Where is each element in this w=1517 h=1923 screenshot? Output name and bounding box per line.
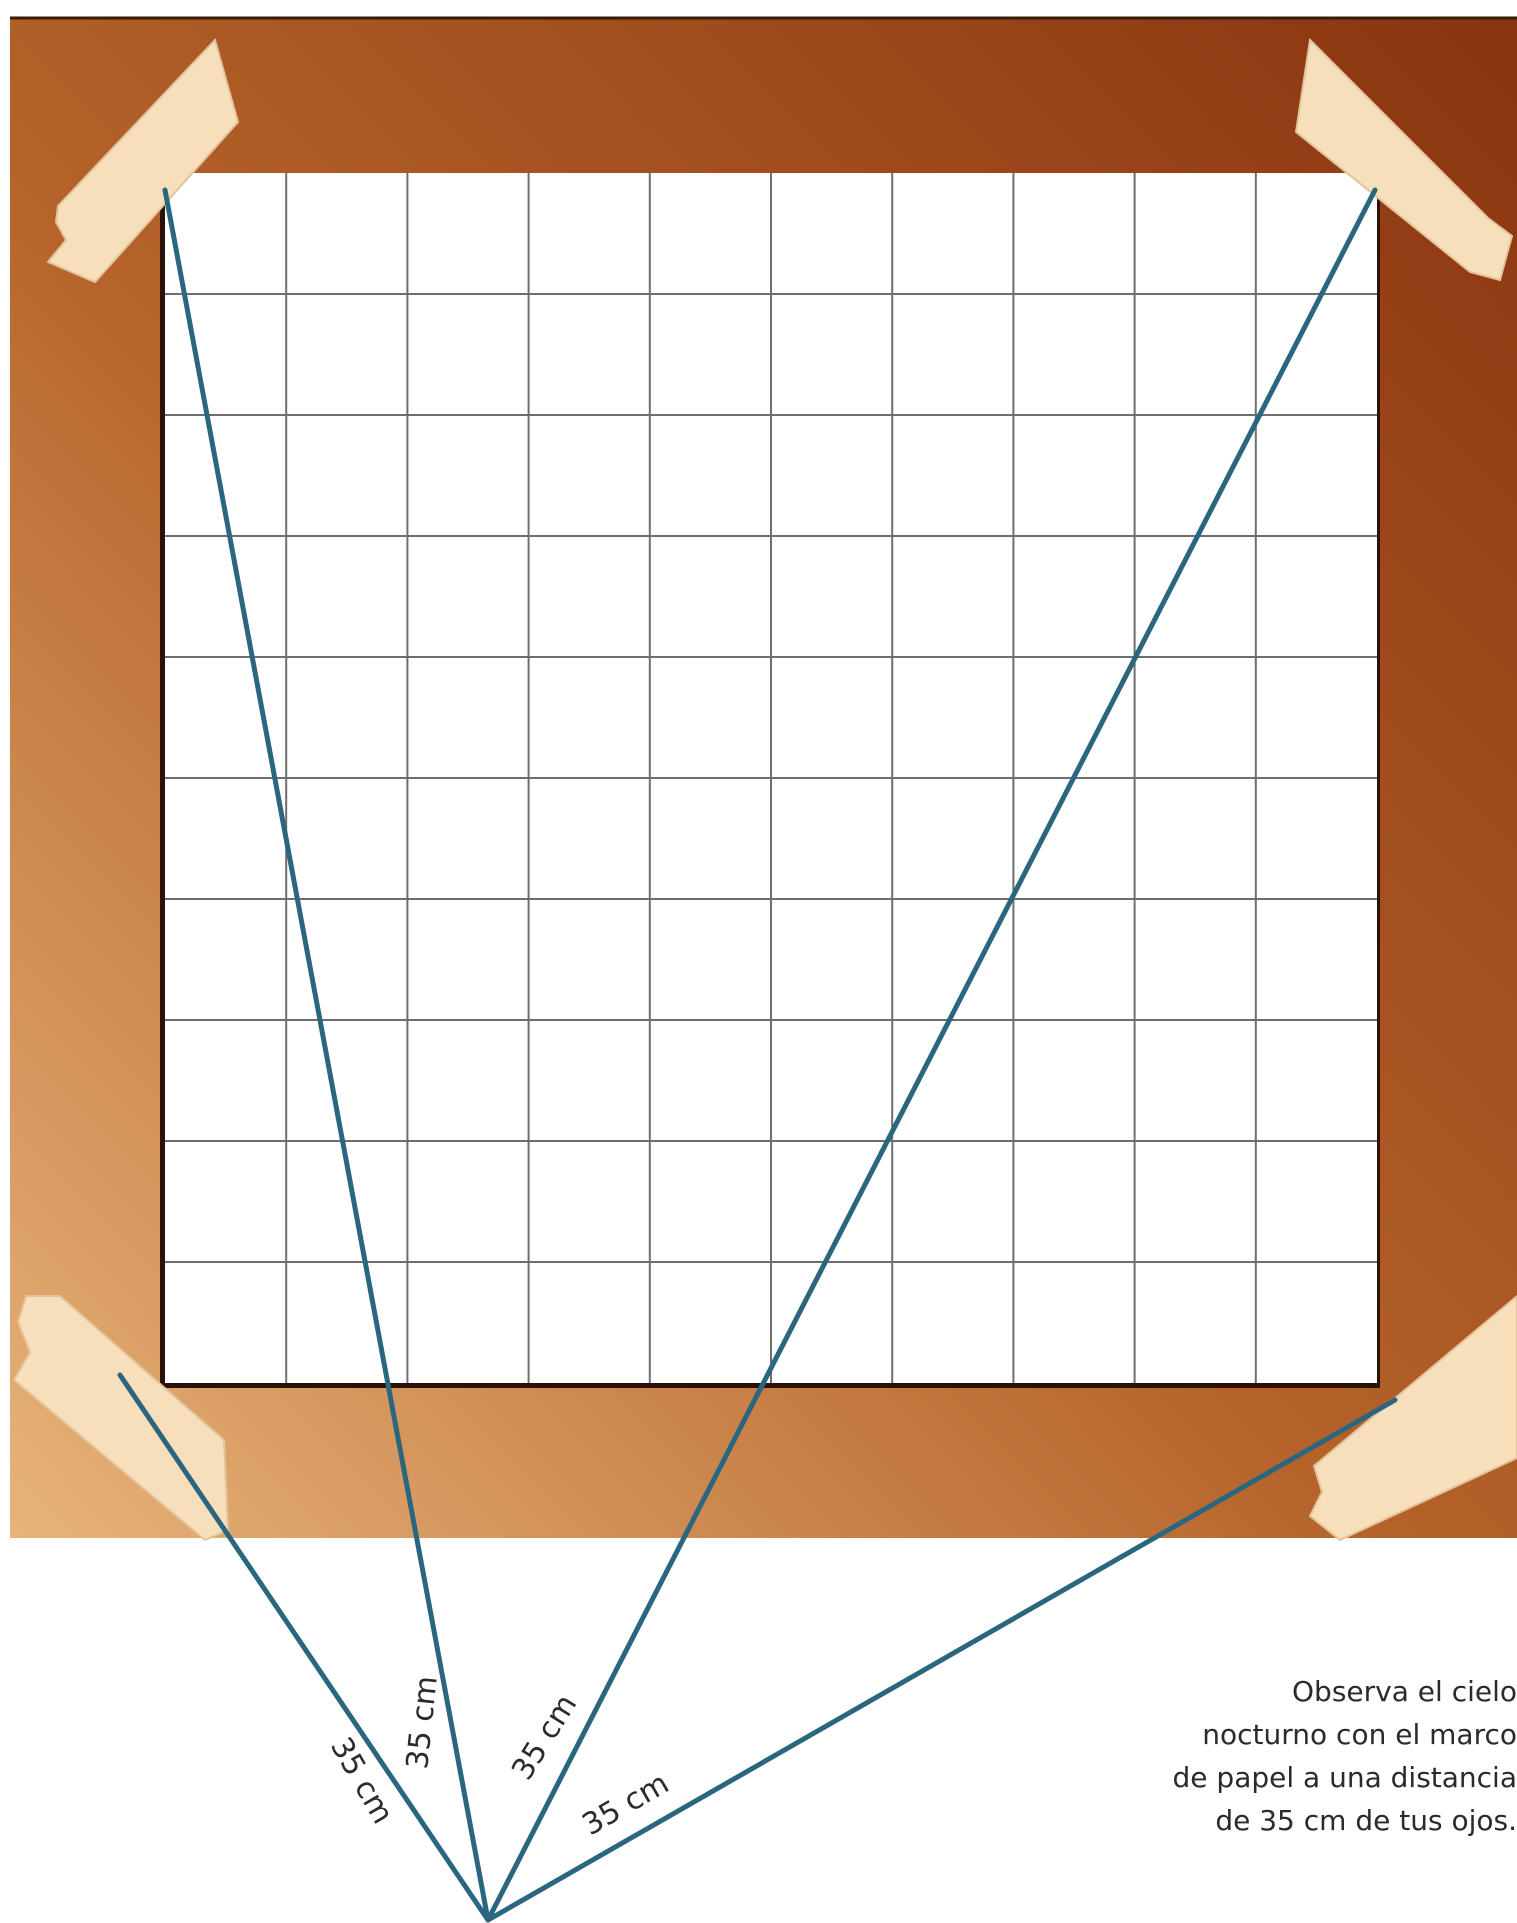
instruction-caption: Observa el cielo nocturno con el marco d… xyxy=(1097,1670,1517,1842)
distance-label-2: 35 cm xyxy=(400,1674,445,1771)
caption-line-4: de 35 cm de tus ojos. xyxy=(1097,1799,1517,1842)
caption-line-3: de papel a una distancia xyxy=(1097,1756,1517,1799)
distance-label-3: 35 cm xyxy=(505,1688,584,1786)
caption-line-2: nocturno con el marco xyxy=(1097,1713,1517,1756)
caption-line-1: Observa el cielo xyxy=(1097,1670,1517,1713)
distance-label-1: 35 cm xyxy=(323,1732,400,1830)
distance-label-4: 35 cm xyxy=(577,1766,675,1843)
